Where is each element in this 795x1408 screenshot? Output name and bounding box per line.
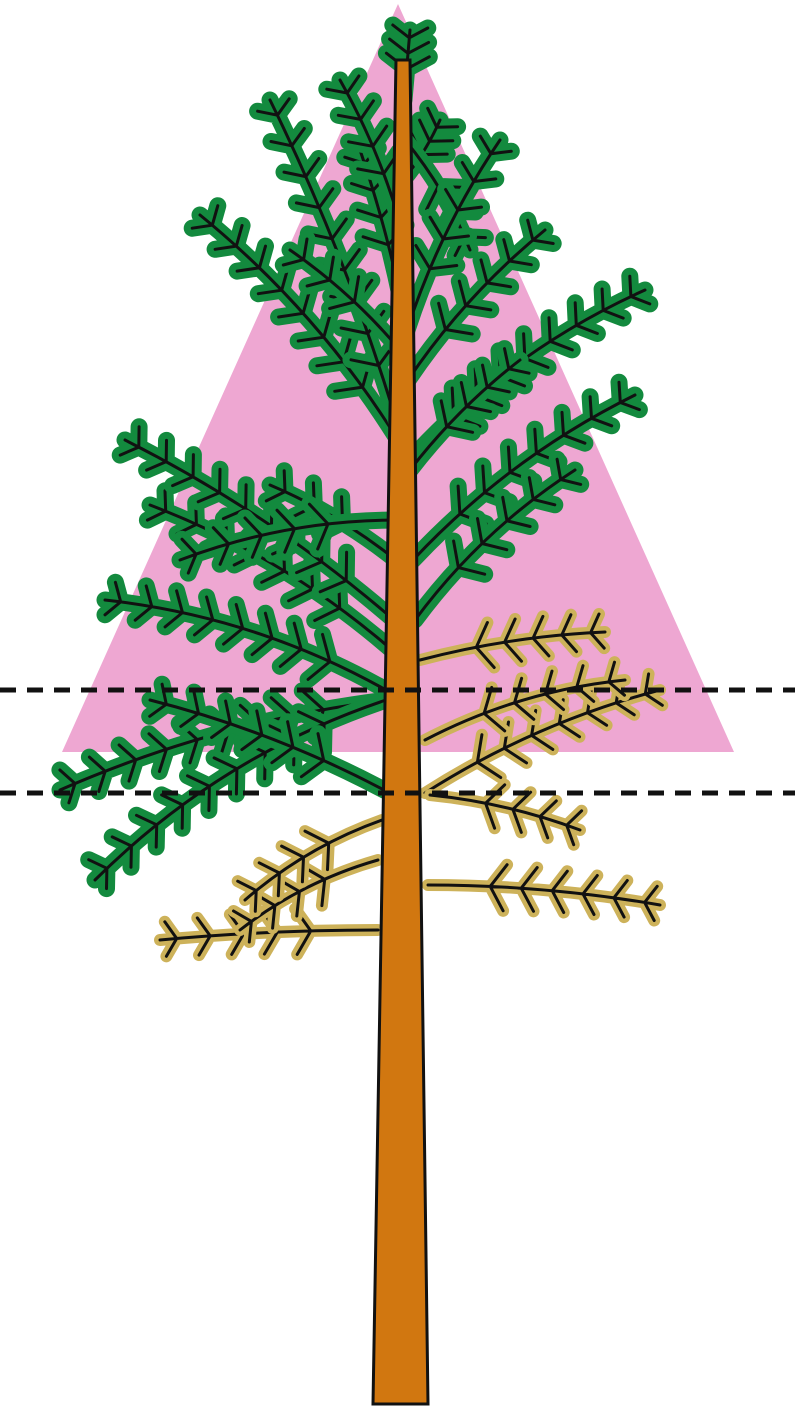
- dead-foliage: [428, 865, 660, 921]
- dead-branch: [430, 785, 582, 845]
- dead-foliage: [430, 785, 582, 845]
- dead-branch: [428, 865, 660, 921]
